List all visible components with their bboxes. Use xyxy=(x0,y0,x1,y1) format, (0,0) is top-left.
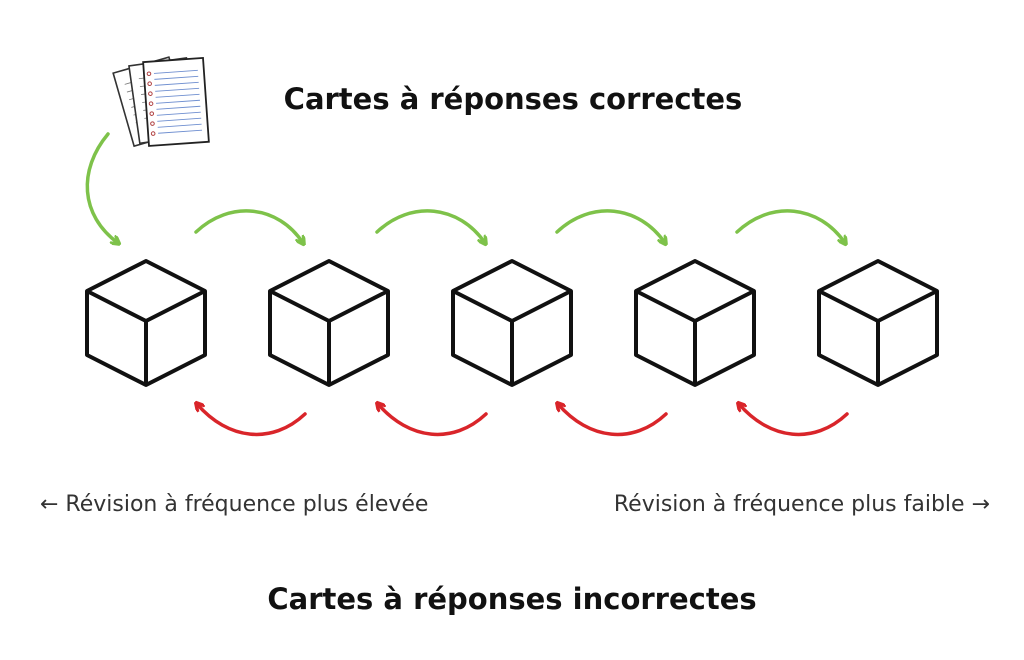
box-icon xyxy=(451,259,573,387)
demote-arrow-3 xyxy=(558,404,668,437)
promote-arrow-1 xyxy=(194,209,303,243)
demote-arrow-2 xyxy=(378,404,488,437)
box-icon xyxy=(85,259,207,387)
correct-answers-title: Cartes à réponses correctes xyxy=(283,82,743,116)
demote-arrow-4 xyxy=(739,404,849,437)
card-stack-icon xyxy=(112,56,210,148)
promote-arrow-4 xyxy=(735,209,845,243)
box-icon xyxy=(817,259,939,387)
incorrect-answers-title: Cartes à réponses incorrectes xyxy=(267,582,757,616)
higher-frequency-caption: ← Révision à fréquence plus élevée xyxy=(40,492,429,517)
lower-frequency-caption: Révision à fréquence plus faible → xyxy=(613,492,990,517)
entry-arrow xyxy=(85,132,118,243)
box-icon xyxy=(634,259,756,387)
promote-arrow-3 xyxy=(555,209,665,243)
demote-arrow-1 xyxy=(197,404,307,437)
box-icon xyxy=(268,259,390,387)
promote-arrow-2 xyxy=(375,209,485,243)
